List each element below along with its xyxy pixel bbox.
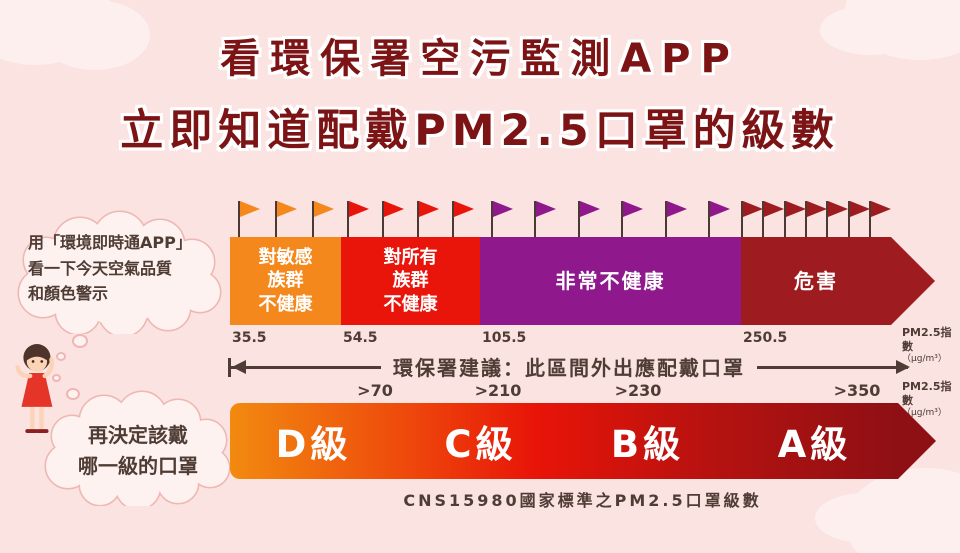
aqi-bar-arrow-tip bbox=[891, 237, 935, 325]
aqi-segment-1: 對敏感 族群 不健康 bbox=[230, 237, 341, 325]
mask-thresholds: >70 >210 >230 >350 bbox=[0, 381, 960, 401]
page-title: 看環保署空污監測APP 立即知道配戴PM2.5口罩的級數 bbox=[0, 26, 960, 158]
thought-bottom-text: 再決定該戴 哪一級的口罩 bbox=[78, 423, 198, 478]
aqi-segment-label: 對敏感 族群 不健康 bbox=[258, 246, 313, 315]
aqi-segment-2: 對所有 族群 不健康 bbox=[341, 237, 480, 325]
arrow-left-icon bbox=[232, 360, 246, 374]
flag-icon bbox=[847, 201, 870, 237]
mask-threshold-value: >230 bbox=[614, 381, 662, 400]
aqi-segment-label: 危害 bbox=[794, 269, 838, 293]
flag-icon bbox=[451, 201, 474, 237]
flag-icon bbox=[416, 201, 439, 237]
title-line-1: 看環保署空污監測APP bbox=[220, 36, 740, 82]
mask-grade-1: D級 bbox=[275, 423, 352, 466]
title-line-2: 立即知道配戴PM2.5口罩的級數 bbox=[120, 106, 840, 156]
flag-icon bbox=[274, 201, 297, 237]
flag-icon bbox=[621, 201, 644, 237]
mask-threshold-value: >350 bbox=[833, 381, 881, 400]
flag-icon bbox=[826, 201, 849, 237]
flag-icon bbox=[347, 201, 370, 237]
mask-grade-4: A級 bbox=[777, 423, 852, 466]
aqi-unit-label: PM2.5指數 （μg/m³） bbox=[902, 326, 960, 365]
thought-dot bbox=[56, 352, 66, 361]
thought-bubble-top bbox=[17, 210, 222, 334]
flag-icon bbox=[762, 201, 785, 237]
aqi-segment-3: 非常不健康 bbox=[480, 237, 741, 325]
mask-grade-2: C級 bbox=[444, 423, 517, 466]
aqi-tick-value: 250.5 bbox=[743, 330, 788, 346]
thought-dot bbox=[66, 388, 80, 400]
aqi-segment-label: 對所有 族群 不健康 bbox=[383, 246, 438, 315]
aqi-tick-value: 105.5 bbox=[482, 330, 527, 346]
aqi-tick-value: 35.5 bbox=[232, 330, 267, 346]
aqi-bar: 對敏感 族群 不健康 對所有 族群 不健康 非常不健康 危害 bbox=[230, 237, 891, 325]
flag-icon bbox=[664, 201, 687, 237]
mask-bar: D級 C級 B級 A級 bbox=[230, 403, 898, 479]
flag-icon bbox=[490, 201, 513, 237]
flag-icon bbox=[708, 201, 731, 237]
arrow-right-icon bbox=[896, 360, 910, 374]
aqi-tick-value: 54.5 bbox=[343, 330, 378, 346]
aqi-segment-4: 危害 bbox=[741, 237, 891, 325]
flag-icon bbox=[237, 201, 260, 237]
thought-bubble-bottom bbox=[44, 390, 231, 506]
aqi-flags bbox=[230, 201, 892, 237]
flag-icon bbox=[740, 201, 763, 237]
flag-icon bbox=[534, 201, 557, 237]
flag-icon bbox=[805, 201, 827, 237]
mask-threshold-value: >210 bbox=[474, 381, 522, 400]
aqi-ticks: 35.5 54.5 105.5 250.5 bbox=[230, 330, 935, 348]
aqi-segment-label: 非常不健康 bbox=[555, 269, 666, 293]
mask-bar-arrow-tip bbox=[898, 403, 936, 479]
flag-icon bbox=[577, 201, 600, 237]
recommendation-range: 環保署建議：此區間外出應配戴口罩 bbox=[228, 356, 910, 380]
recommendation-text: 環保署建議：此區間外出應配戴口罩 bbox=[381, 356, 757, 380]
thought-top-text: 用「環境即時通APP」 看一下今天空氣品質 和顏色警示 bbox=[28, 233, 192, 304]
standard-caption: CNS15980國家標準之PM2.5口罩級數 bbox=[403, 491, 762, 510]
flag-icon bbox=[382, 201, 405, 237]
thought-dot bbox=[52, 374, 61, 382]
pm25-index-label: PM2.5指數 bbox=[902, 380, 952, 407]
flag-icon bbox=[783, 201, 806, 237]
thought-dot bbox=[72, 334, 88, 348]
woman-character-icon bbox=[15, 344, 54, 433]
flag-icon bbox=[311, 201, 334, 237]
pm25-unit-label: （μg/m³） bbox=[902, 353, 947, 364]
mask-grade-3: B級 bbox=[610, 423, 685, 466]
flag-icon bbox=[869, 201, 892, 237]
pm25-index-label: PM2.5指數 bbox=[902, 326, 952, 353]
range-left-terminator bbox=[228, 358, 231, 377]
mask-threshold-value: >70 bbox=[357, 381, 393, 400]
